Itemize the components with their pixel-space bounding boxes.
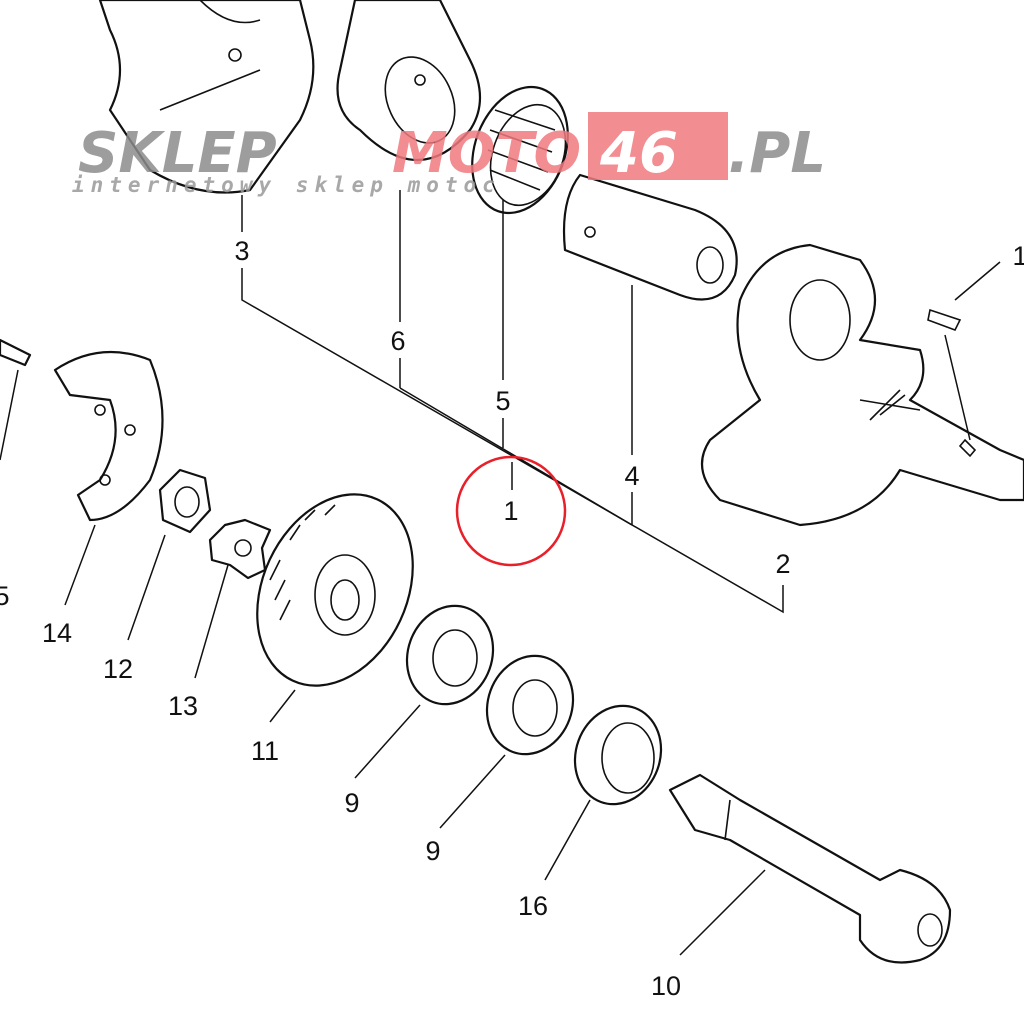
label-14: 14 (42, 618, 72, 648)
part-12 (158, 468, 212, 534)
highlight-circle (455, 455, 567, 567)
label-2: 2 (775, 549, 790, 579)
crank-half-left (98, 0, 315, 194)
label-4: 4 (624, 461, 639, 491)
watermark-46: 46 (599, 121, 678, 186)
label-16: 16 (518, 891, 548, 921)
needle-bearing (471, 85, 569, 215)
label-11: 11 (251, 736, 279, 766)
label-3: 3 (234, 236, 249, 266)
label-9b: 9 (425, 836, 440, 866)
bearing-9b (485, 654, 575, 756)
part-14 (0, 338, 164, 522)
part-11 (256, 493, 414, 687)
label-9a: 9 (344, 788, 359, 818)
label-6: 6 (390, 326, 405, 356)
watermark-red-box (588, 112, 728, 180)
part-13 (208, 518, 272, 580)
label-1[interactable]: 1 (503, 496, 518, 526)
watermark: SKLEP MOTO 46 .PL internetowy sklep moto… (72, 112, 826, 197)
crank-half-right (700, 243, 1024, 527)
label-5: 5 (495, 386, 510, 416)
label-10: 10 (651, 971, 681, 1001)
label-5-left: 5 (0, 581, 10, 611)
watermark-sklep: SKLEP (78, 121, 277, 186)
watermark-tagline: internetowy sklep motoc (72, 173, 501, 197)
label-12: 12 (103, 654, 133, 684)
part-16 (573, 704, 663, 806)
part-10 (668, 773, 952, 964)
crank-pin (562, 173, 738, 301)
watermark-moto: MOTO (392, 121, 581, 186)
connecting-rod (336, 0, 481, 161)
bearing-9a (405, 604, 495, 706)
label-1-right: 1 (1012, 241, 1024, 271)
watermark-pl: .PL (728, 121, 826, 186)
label-13: 13 (168, 691, 198, 721)
